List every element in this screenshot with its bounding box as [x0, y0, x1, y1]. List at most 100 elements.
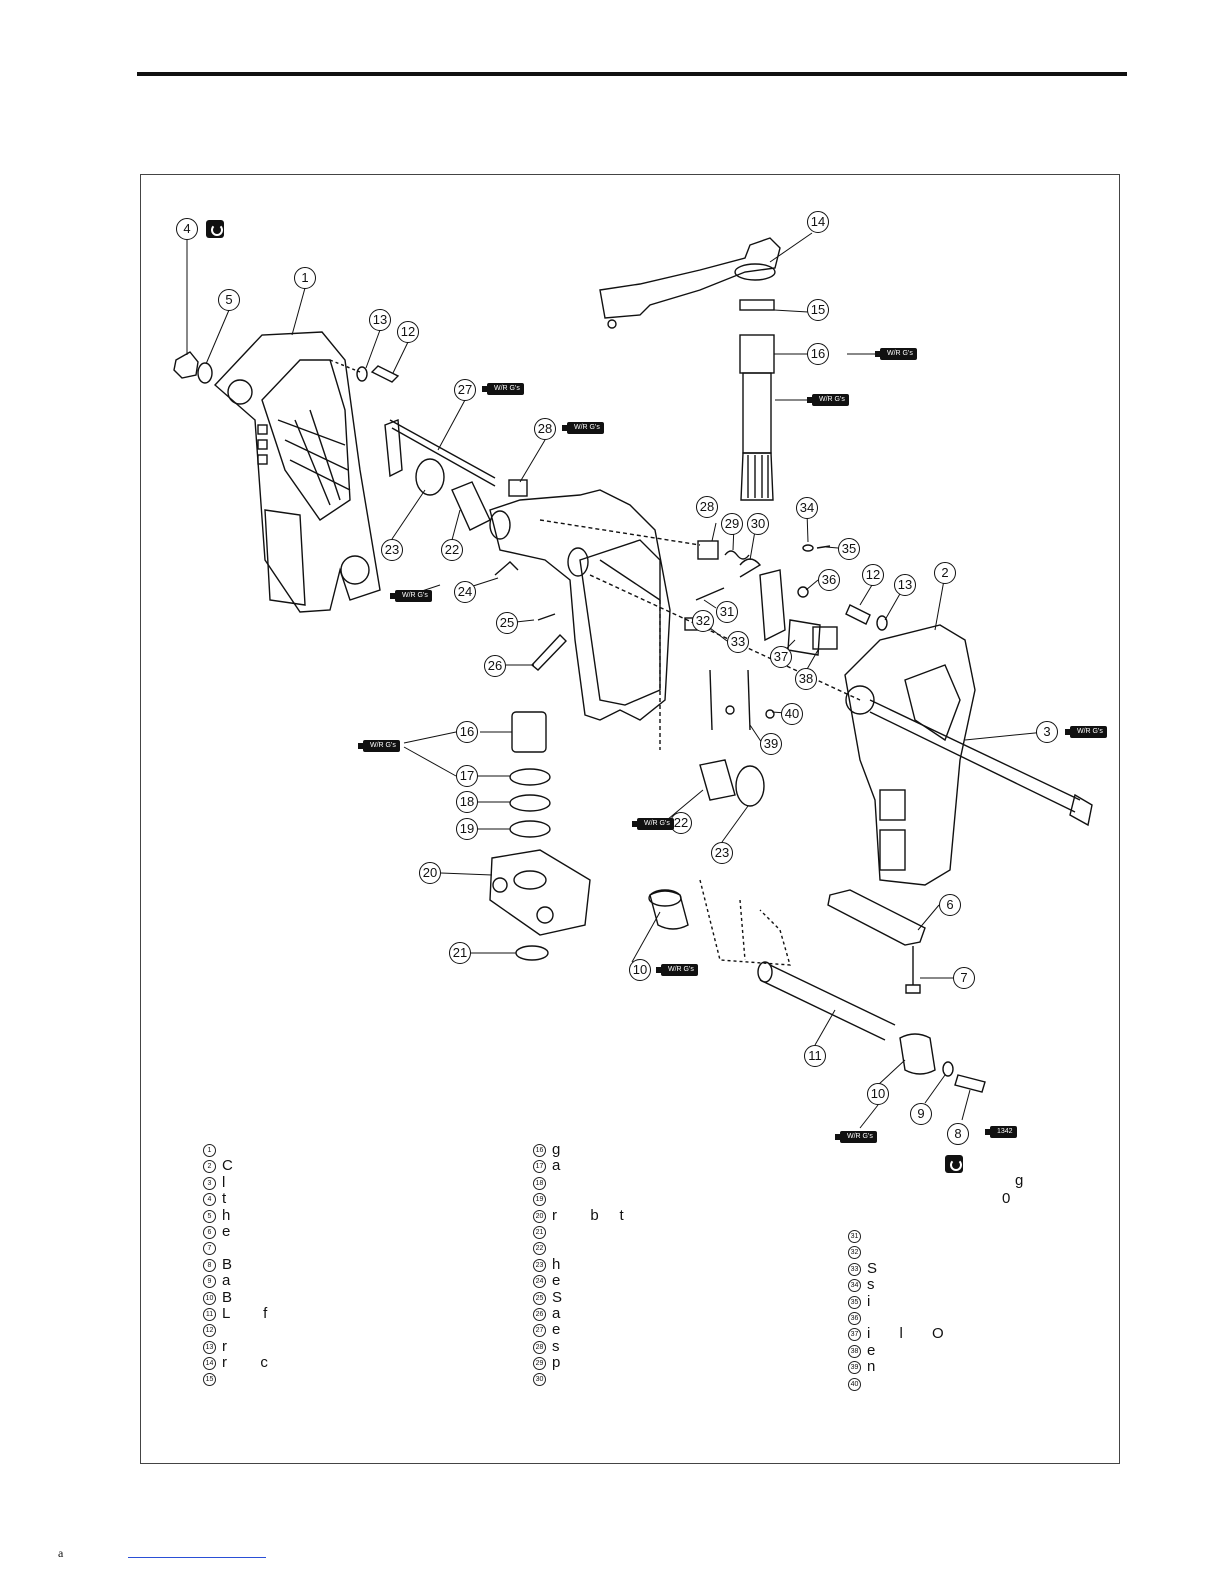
callout-40: 40 [781, 703, 803, 725]
legend-item: 22 [533, 1240, 624, 1256]
legend-item: 31 [848, 1228, 944, 1244]
wrg-tag-10-lower: W/R G's [835, 1131, 877, 1143]
callout-2: 2 [934, 562, 956, 584]
header-rule [137, 72, 1127, 76]
legend-number: 31 [848, 1230, 861, 1243]
callout-1: 1 [294, 267, 316, 289]
legend-text: e [867, 1341, 876, 1359]
legend-number: 29 [533, 1357, 546, 1371]
callout-24: 24 [454, 581, 476, 603]
callout-23-left: 23 [381, 539, 403, 561]
callout-13-right: 13 [894, 574, 916, 596]
legend-item: 40 [848, 1376, 944, 1392]
callout-14: 14 [807, 211, 829, 233]
clamp-bracket-right [844, 624, 976, 886]
legend-number: 23 [533, 1258, 546, 1272]
legend-text: S [552, 1288, 563, 1306]
legend-number: 28 [533, 1340, 546, 1354]
legend-item: 12 [203, 1322, 268, 1338]
legend-text: S [867, 1259, 878, 1277]
wrg-tag-22-right: W/R G's [632, 818, 674, 830]
legend-text: e [552, 1272, 561, 1290]
nut-and-washer [173, 351, 213, 384]
legend-number: 10 [203, 1291, 216, 1305]
legend-number: 26 [533, 1307, 546, 1321]
legend-number: 13 [203, 1340, 216, 1354]
callout-7: 7 [953, 967, 975, 989]
callout-17: 17 [456, 765, 478, 787]
legend-number: 16 [533, 1144, 546, 1157]
legend-item: 7 [203, 1240, 268, 1256]
legend-number: 25 [533, 1291, 546, 1305]
bushing-and-washer-left [415, 458, 491, 531]
callout-30: 30 [747, 513, 769, 535]
callout-16-top: 16 [807, 343, 829, 365]
legend-number: 27 [533, 1324, 546, 1338]
legend-number: 7 [203, 1242, 216, 1256]
legend-text: n [867, 1358, 876, 1376]
legend-text: B [222, 1288, 233, 1306]
legend-number: 9 [203, 1275, 216, 1289]
legend-number: 39 [848, 1361, 861, 1375]
callout-13: 13 [369, 309, 391, 331]
wrg-tag-16-left: W/R G's [358, 740, 400, 752]
legend-item: 18 [533, 1175, 624, 1191]
callout-5: 5 [218, 289, 240, 311]
legend-number: 8 [203, 1258, 216, 1272]
wrg-tag-16-top: W/R G's [875, 348, 917, 360]
legend-number: 11 [203, 1307, 216, 1321]
callout-28-left: 28 [534, 418, 556, 440]
bolt-and-washer-upper [329, 359, 400, 383]
legend-item: 15 [203, 1371, 268, 1387]
legend-item: 32 [848, 1244, 944, 1260]
tilt-tube [869, 699, 1093, 827]
legend-text: t [222, 1190, 227, 1208]
legend-number: 18 [533, 1176, 546, 1190]
legend-item: 19 [533, 1191, 624, 1207]
legend-item: 25 S [533, 1288, 624, 1306]
legend-number: 34 [848, 1279, 861, 1293]
legend-text: p [552, 1354, 561, 1372]
legend-text: C [222, 1157, 233, 1175]
legend-number: 21 [533, 1225, 546, 1239]
callout-22-right: 22 [670, 812, 692, 834]
legend-number: 32 [848, 1246, 861, 1260]
wrg-tag-10-upper: W/R G's [656, 964, 698, 976]
callout-23-right: 23 [711, 842, 733, 864]
torque-label: g [1015, 1172, 1024, 1189]
legend-text: h [222, 1206, 231, 1224]
legend-number: 3 [203, 1176, 216, 1190]
legend-item: 1 [203, 1142, 268, 1158]
legend-text: r c [222, 1354, 268, 1372]
footer-char: a [58, 1546, 64, 1560]
legend-number: 38 [848, 1344, 861, 1358]
callout-19: 19 [456, 818, 478, 840]
legend-text: i [867, 1292, 871, 1310]
tilt-rod [384, 419, 528, 497]
lower-parts [648, 879, 986, 1093]
callout-38: 38 [795, 668, 817, 690]
callout-32: 32 [692, 610, 714, 632]
swivel-bracket [489, 489, 861, 750]
bushing-and-washer-right [699, 759, 765, 807]
legend-item: 30 [533, 1371, 624, 1387]
callout-33: 33 [727, 631, 749, 653]
legend-item: 39 n [848, 1358, 944, 1376]
torque-value: 0 [1002, 1190, 1011, 1207]
callout-20: 20 [419, 862, 441, 884]
diagram-frame [140, 174, 1120, 1464]
legend-number: 22 [533, 1242, 546, 1256]
footer-link[interactable] [128, 1557, 266, 1558]
legend-number: 37 [848, 1328, 861, 1342]
legend-number: 24 [533, 1275, 546, 1289]
